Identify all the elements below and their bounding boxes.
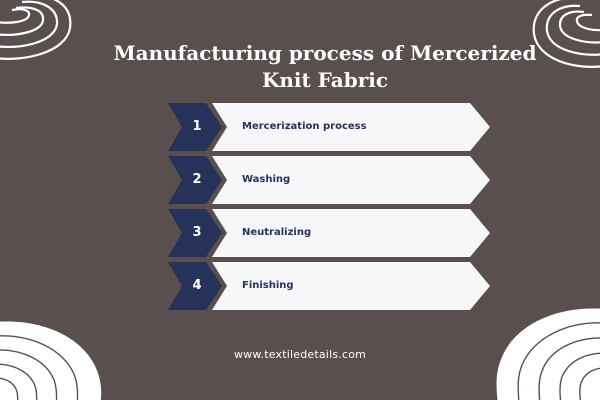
step-arrow-shape (168, 262, 490, 310)
step-label: Washing (242, 174, 291, 185)
contour-ring-decoration-top-left (0, 0, 72, 60)
step-number: 4 (192, 278, 202, 293)
process-step-3: 3 Neutralizing (160, 209, 500, 257)
step-number: 3 (192, 225, 202, 240)
step-arrow-shape (168, 103, 490, 151)
process-step-2: 2 Washing (160, 156, 500, 204)
title-line-1: Manufacturing process of Mercerized (113, 41, 537, 65)
step-number: 2 (192, 172, 202, 187)
step-label: Mercerization process (242, 121, 367, 132)
contour-ring-decoration-top-right (532, 0, 600, 68)
contour-ring-decoration-bottom-left (0, 321, 102, 400)
process-step-1: 1 Mercerization process (160, 103, 500, 151)
step-arrow-shape (168, 209, 490, 257)
title-line-2: Knit Fabric (261, 68, 389, 92)
process-steps-list: 1 Mercerization process 2 Washing 3 Neut… (160, 103, 500, 310)
step-label: Neutralizing (242, 227, 312, 238)
step-label: Finishing (242, 280, 294, 291)
contour-ring-decoration-bottom-right (496, 308, 600, 400)
website-url: www.textiledetails.com (233, 348, 367, 361)
page-title: Manufacturing process of Mercerized Knit… (100, 40, 550, 94)
process-step-4: 4 Finishing (160, 262, 500, 310)
step-number: 1 (192, 119, 202, 134)
step-arrow-shape (168, 156, 490, 204)
